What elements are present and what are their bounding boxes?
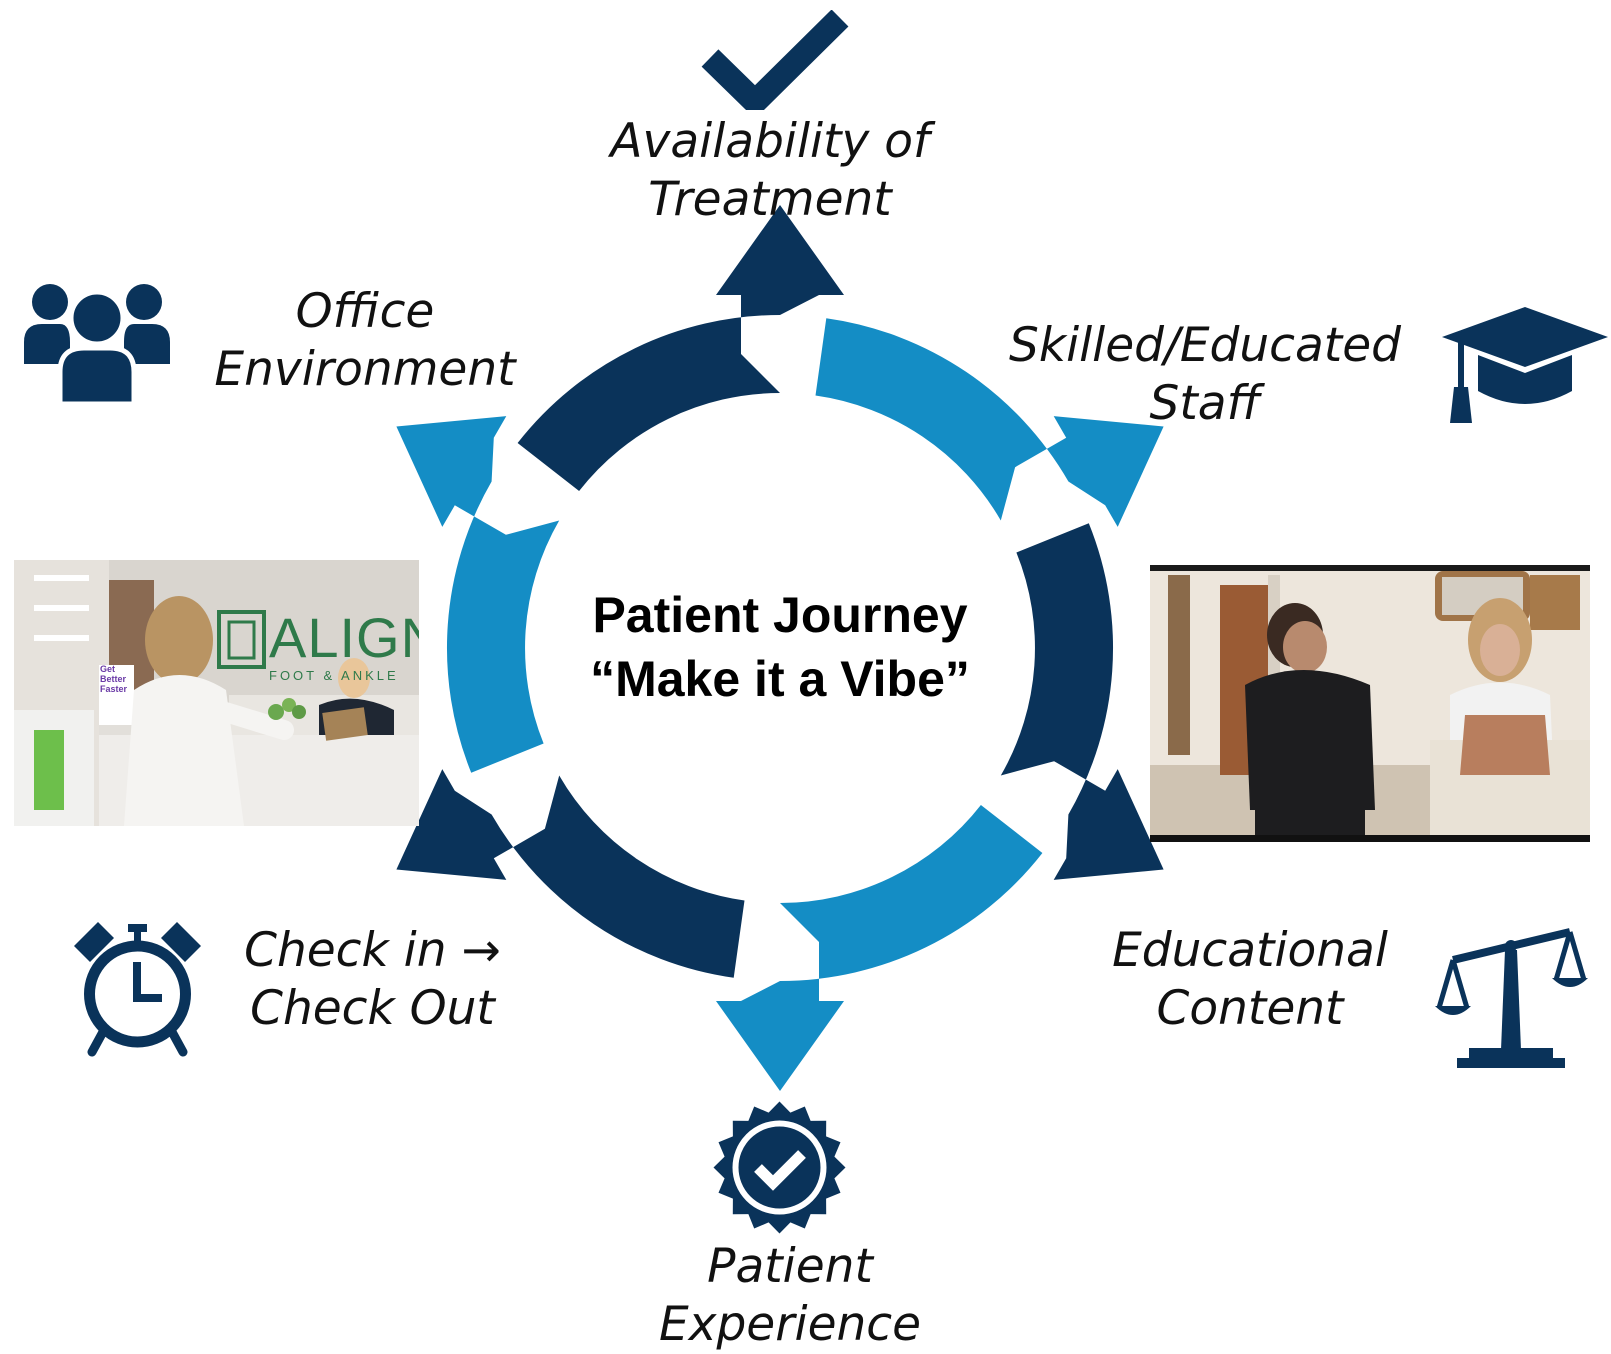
staff-photo	[1150, 565, 1590, 842]
align-sign-main: ALIGN	[269, 606, 419, 669]
center-title-line1: Patient Journey	[592, 587, 968, 643]
align-sign: ALIGN FOOT & ANKLE	[269, 606, 419, 684]
center-title: Patient Journey “Make it a Vibe”	[560, 583, 1000, 711]
label-availability: Availability of Treatment	[580, 113, 960, 229]
label-checkin-line2: Check Out	[250, 981, 495, 1036]
center-title-line2: “Make it a Vibe”	[590, 651, 970, 707]
checkmark-icon	[701, 10, 849, 110]
people-group-icon	[24, 284, 170, 404]
align-sign-sub: FOOT & ANKLE	[269, 668, 399, 683]
arrow-educational-content	[1000, 523, 1164, 880]
label-check-in-out: Check in → Check Out	[220, 922, 525, 1038]
reception-photo: ALIGN FOOT & ANKLE Get Better Faster	[14, 560, 419, 826]
label-experience-line1: Patient	[707, 1239, 873, 1294]
label-office-line1: Office	[295, 284, 435, 339]
label-patient-experience: Patient Experience	[630, 1238, 950, 1354]
reception-photo-scene	[14, 560, 419, 826]
poster-text: Get Better Faster	[100, 664, 128, 694]
label-office-line2: Environment	[214, 342, 516, 397]
label-skilled-line1: Skilled/Educated	[1009, 318, 1401, 373]
label-availability-line1: Availability of	[610, 114, 930, 169]
label-educational-content: Educational Content	[1090, 922, 1410, 1038]
arrow-patient-experience	[716, 805, 1043, 1091]
label-skilled-line2: Staff	[1149, 376, 1261, 431]
label-experience-line2: Experience	[658, 1297, 922, 1352]
graduation-cap-icon	[1442, 307, 1608, 423]
label-educational-line1: Educational	[1112, 923, 1388, 978]
label-office-environment: Office Environment	[200, 283, 530, 399]
label-checkin-line1: Check in →	[244, 923, 501, 978]
poster: Get Better Faster	[100, 664, 132, 694]
arrow-check-in-out	[396, 769, 745, 978]
verified-badge-icon	[713, 1101, 846, 1234]
label-skilled-staff: Skilled/Educated Staff	[985, 317, 1425, 433]
label-educational-line2: Content	[1156, 981, 1344, 1036]
alarm-clock-icon	[74, 922, 201, 1057]
arrow-availability	[517, 205, 844, 491]
center-circle	[527, 395, 1033, 901]
label-availability-line2: Treatment	[648, 172, 892, 227]
arrow-skilled-staff	[815, 318, 1164, 527]
arrow-office-environment	[396, 416, 560, 773]
scales-icon	[1435, 928, 1588, 1068]
